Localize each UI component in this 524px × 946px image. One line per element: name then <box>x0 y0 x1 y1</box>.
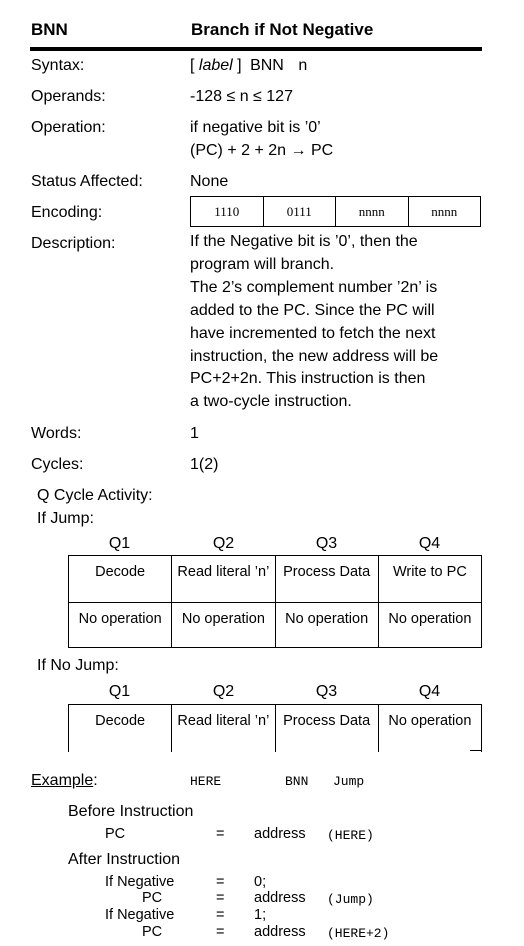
description-line: The 2’s complement number ’2n’ is <box>190 278 438 296</box>
q-cell: Read literal ’n’ <box>171 704 276 752</box>
syntax-label-word: label <box>198 57 233 74</box>
table-corner-rule <box>470 750 482 751</box>
q-cell: No operation <box>67 602 173 648</box>
after-instruction-heading: After Instruction <box>68 851 181 868</box>
q-cell: No operation <box>274 602 379 648</box>
if-no-jump-label: If No Jump: <box>37 657 119 674</box>
example-code-op: BNN <box>285 774 309 789</box>
q-cell: Process Data <box>274 555 379 603</box>
q-activity-label: Q Cycle Activity: <box>37 487 153 504</box>
cycles-label: Cycles: <box>31 456 84 473</box>
encoding-cell: nnnn <box>431 203 458 219</box>
operation-label: Operation: <box>31 119 106 136</box>
q4-header: Q4 <box>418 535 441 552</box>
after-row-code: (HERE+2) <box>327 926 390 941</box>
example-label-word: Example <box>31 772 94 789</box>
after-row-value: 1; <box>254 907 267 923</box>
q3-header: Q3 <box>315 683 338 700</box>
instruction-mnemonic: BNN <box>31 20 68 39</box>
q2-header: Q2 <box>212 535 235 552</box>
encoding-cell: nnnn <box>336 197 409 226</box>
encoding-cell: 1110 <box>191 197 264 226</box>
q2-header: Q2 <box>212 683 235 700</box>
equals-sign: = <box>216 874 225 890</box>
after-row-label: If Negative <box>105 874 175 890</box>
equals-sign: = <box>216 826 225 842</box>
example-code-arg: Jump <box>333 774 365 789</box>
q-cell: No operation <box>377 704 483 752</box>
status-value: None <box>190 173 229 190</box>
status-label: Status Affected: <box>31 173 143 190</box>
description-line: a two-cycle instruction. <box>190 393 352 411</box>
words-value: 1 <box>190 425 199 442</box>
after-row-label: PC <box>142 890 163 906</box>
q1-header: Q1 <box>108 683 131 700</box>
q-cell: Write to PC <box>377 555 483 603</box>
header-rule <box>30 47 482 51</box>
example-code-label: HERE <box>190 774 222 789</box>
syntax-mnemonic: BNN <box>250 57 284 74</box>
q4-header: Q4 <box>418 683 441 700</box>
before-pc-label: PC <box>105 826 126 842</box>
example-label: Example: <box>31 772 98 790</box>
q-cell: Decode <box>67 704 173 752</box>
before-pc-value: address <box>254 826 306 842</box>
after-row-value: 0; <box>254 874 267 890</box>
words-label: Words: <box>31 425 82 442</box>
description-label: Description: <box>31 235 116 252</box>
example-colon: : <box>93 772 98 789</box>
description-line: have incremented to fetch the next <box>190 324 436 342</box>
syntax-operand: n <box>298 57 308 74</box>
encoding-cell: 0111 <box>264 197 336 226</box>
q-cell: No operation <box>171 602 276 648</box>
encoding-table: 1110 0111 nnnn nnnn <box>190 196 481 227</box>
after-row-label: If Negative <box>105 907 175 923</box>
after-row-value: address <box>254 890 306 906</box>
instruction-title: Branch if Not Negative <box>191 20 374 39</box>
description-line: PC+2+2n. This instruction is then <box>190 370 426 388</box>
description-text: If the Negative bit is ’0’, then the pro… <box>190 231 490 414</box>
q-cell: Read literal ’n’ <box>171 555 276 603</box>
q3-header: Q3 <box>315 535 338 552</box>
equals-sign: = <box>216 924 225 940</box>
description-line: program will branch. <box>190 255 335 273</box>
q-cell: No operation <box>377 602 483 648</box>
syntax-label: Syntax: <box>31 57 85 74</box>
q-cell: Process Data <box>274 704 379 752</box>
before-pc-code: (HERE) <box>327 828 374 843</box>
table-row: Decode Read literal ’n’ Process Data Wri… <box>67 555 483 603</box>
syntax-open-bracket: [ <box>190 57 195 74</box>
equals-sign: = <box>216 907 225 923</box>
operands-value: -128 ≤ n ≤ 127 <box>190 88 293 105</box>
table-row: No operation No operation No operation N… <box>67 602 483 648</box>
after-row-value: address <box>254 924 306 940</box>
operation-line-2: (PC) + 2 + 2n → PC <box>190 142 334 159</box>
description-line: If the Negative bit is ’0’, then the <box>190 233 418 250</box>
encoding-label: Encoding: <box>31 204 103 221</box>
syntax-value: [ label ] BNN n <box>190 57 307 75</box>
jump-cycle-table: Decode Read literal ’n’ Process Data Wri… <box>67 555 483 648</box>
operands-label: Operands: <box>31 88 106 105</box>
no-jump-cycle-table: Decode Read literal ’n’ Process Data No … <box>67 704 483 752</box>
after-row-code: (Jump) <box>327 892 374 907</box>
equals-sign: = <box>216 890 225 906</box>
cycles-value: 1(2) <box>190 456 219 473</box>
syntax-close-bracket: ] <box>237 57 242 74</box>
description-line: added to the PC. Since the PC will <box>190 301 435 319</box>
q-cell: Decode <box>67 555 173 603</box>
operation-line-1: if negative bit is ’0’ <box>190 119 321 136</box>
after-row-label: PC <box>142 924 163 940</box>
table-row: Decode Read literal ’n’ Process Data No … <box>67 704 483 752</box>
description-line: instruction, the new address will be <box>190 347 439 365</box>
if-jump-label: If Jump: <box>37 510 94 527</box>
before-instruction-heading: Before Instruction <box>68 803 194 820</box>
q1-header: Q1 <box>108 535 131 552</box>
